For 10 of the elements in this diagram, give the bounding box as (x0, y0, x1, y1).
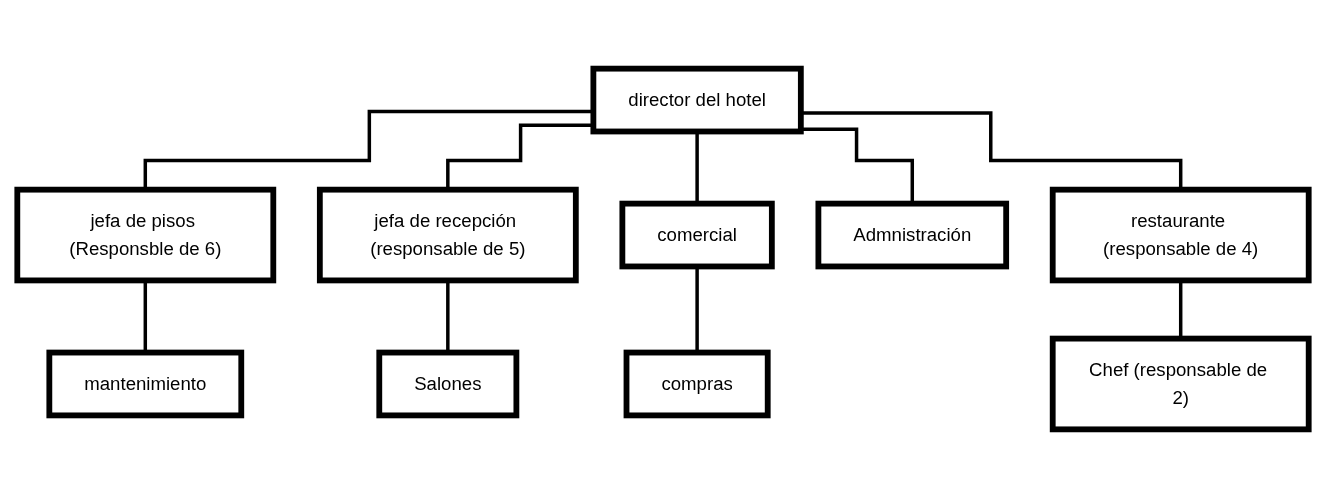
node-box: Admnistración (815, 200, 1010, 270)
node-box: mantenimiento (46, 349, 245, 419)
node-box: restaurante (responsable de 4) (1049, 186, 1312, 284)
node-box: Salones (376, 349, 520, 419)
node-box: comercial (619, 200, 775, 270)
node-box: jefa de pisos (Responsble de 6) (14, 186, 277, 284)
node-box: compras (623, 349, 771, 419)
node-box: Chef (responsable de 2) (1049, 335, 1312, 433)
node-box: jefa de recepción (responsable de 5) (316, 186, 579, 284)
node-box: director del hotel (590, 65, 804, 135)
